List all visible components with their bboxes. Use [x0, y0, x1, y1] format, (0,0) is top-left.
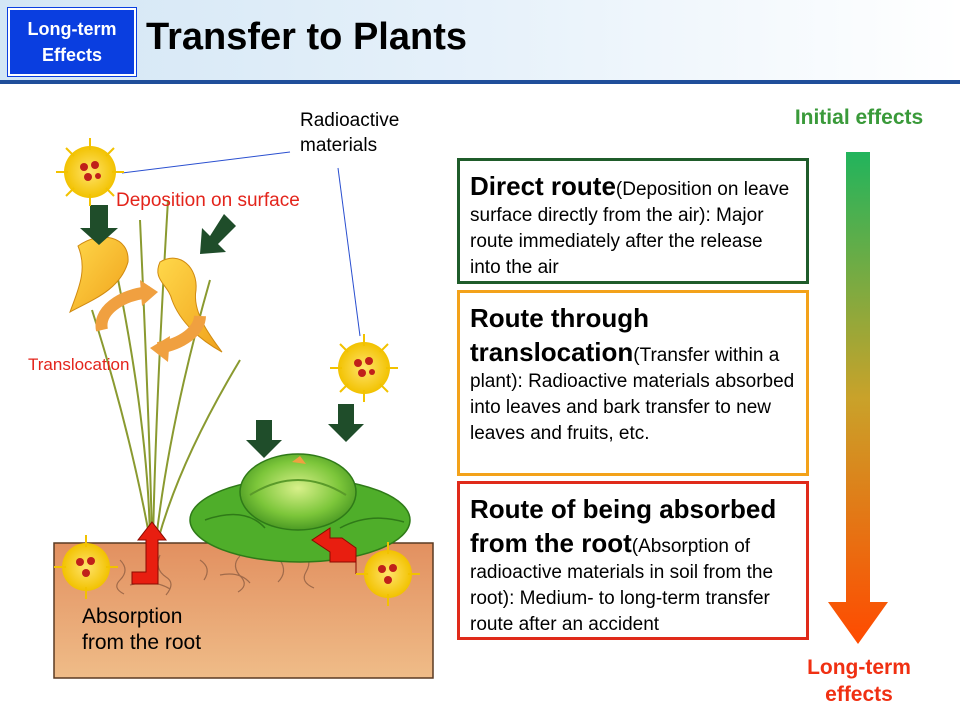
timeline-top-label: Initial effects — [794, 106, 924, 129]
radioactive-particle — [356, 542, 420, 606]
timeline-bottom-label: Long-term effects — [807, 656, 911, 706]
translocation-arrow — [140, 280, 158, 306]
timeline-arrow — [828, 152, 888, 644]
absorption-arrows — [131, 521, 357, 585]
pointer-line — [337, 167, 361, 337]
rice-plant — [91, 199, 241, 541]
label-absorption: Absorption from the root — [82, 605, 202, 654]
radioactive-particle — [54, 535, 118, 599]
header-band — [0, 0, 960, 80]
header-divider — [0, 80, 960, 84]
route-heading: Route of being absorbed from the root — [470, 494, 777, 558]
radioactive-particle — [56, 138, 124, 206]
category-badge: Long-term Effects — [8, 8, 136, 76]
translocation-arrow — [150, 336, 170, 362]
route-heading: Direct route — [470, 171, 616, 201]
route-description: (Transfer within a plant): Radioactive m… — [470, 345, 795, 444]
label-radioactive-materials: Radioactive materials — [300, 110, 400, 156]
page-title: Transfer to Plants — [146, 16, 467, 58]
translocation-arrow — [95, 286, 151, 332]
cabbage — [189, 453, 411, 563]
route-box-direct: Direct route(Deposition on leave surface… — [457, 158, 809, 284]
route-description: (Absorption of radioactive materials in … — [470, 536, 774, 635]
route-box-translocation: Route through translocation(Transfer wit… — [457, 290, 809, 476]
pointer-line — [121, 151, 291, 174]
radioactive-particle — [330, 334, 398, 402]
deposition-arrows — [80, 205, 364, 458]
route-heading: Route through translocation — [470, 303, 650, 367]
leaf — [69, 236, 129, 314]
plant-transfer-illustration — [53, 138, 434, 679]
route-box-root: Route of being absorbed from the root(Ab… — [457, 481, 809, 640]
route-description: (Deposition on leave surface directly fr… — [470, 179, 790, 278]
label-translocation: Translocation — [28, 355, 130, 374]
leaf — [157, 257, 223, 353]
label-deposition: Deposition on surface — [116, 190, 300, 211]
